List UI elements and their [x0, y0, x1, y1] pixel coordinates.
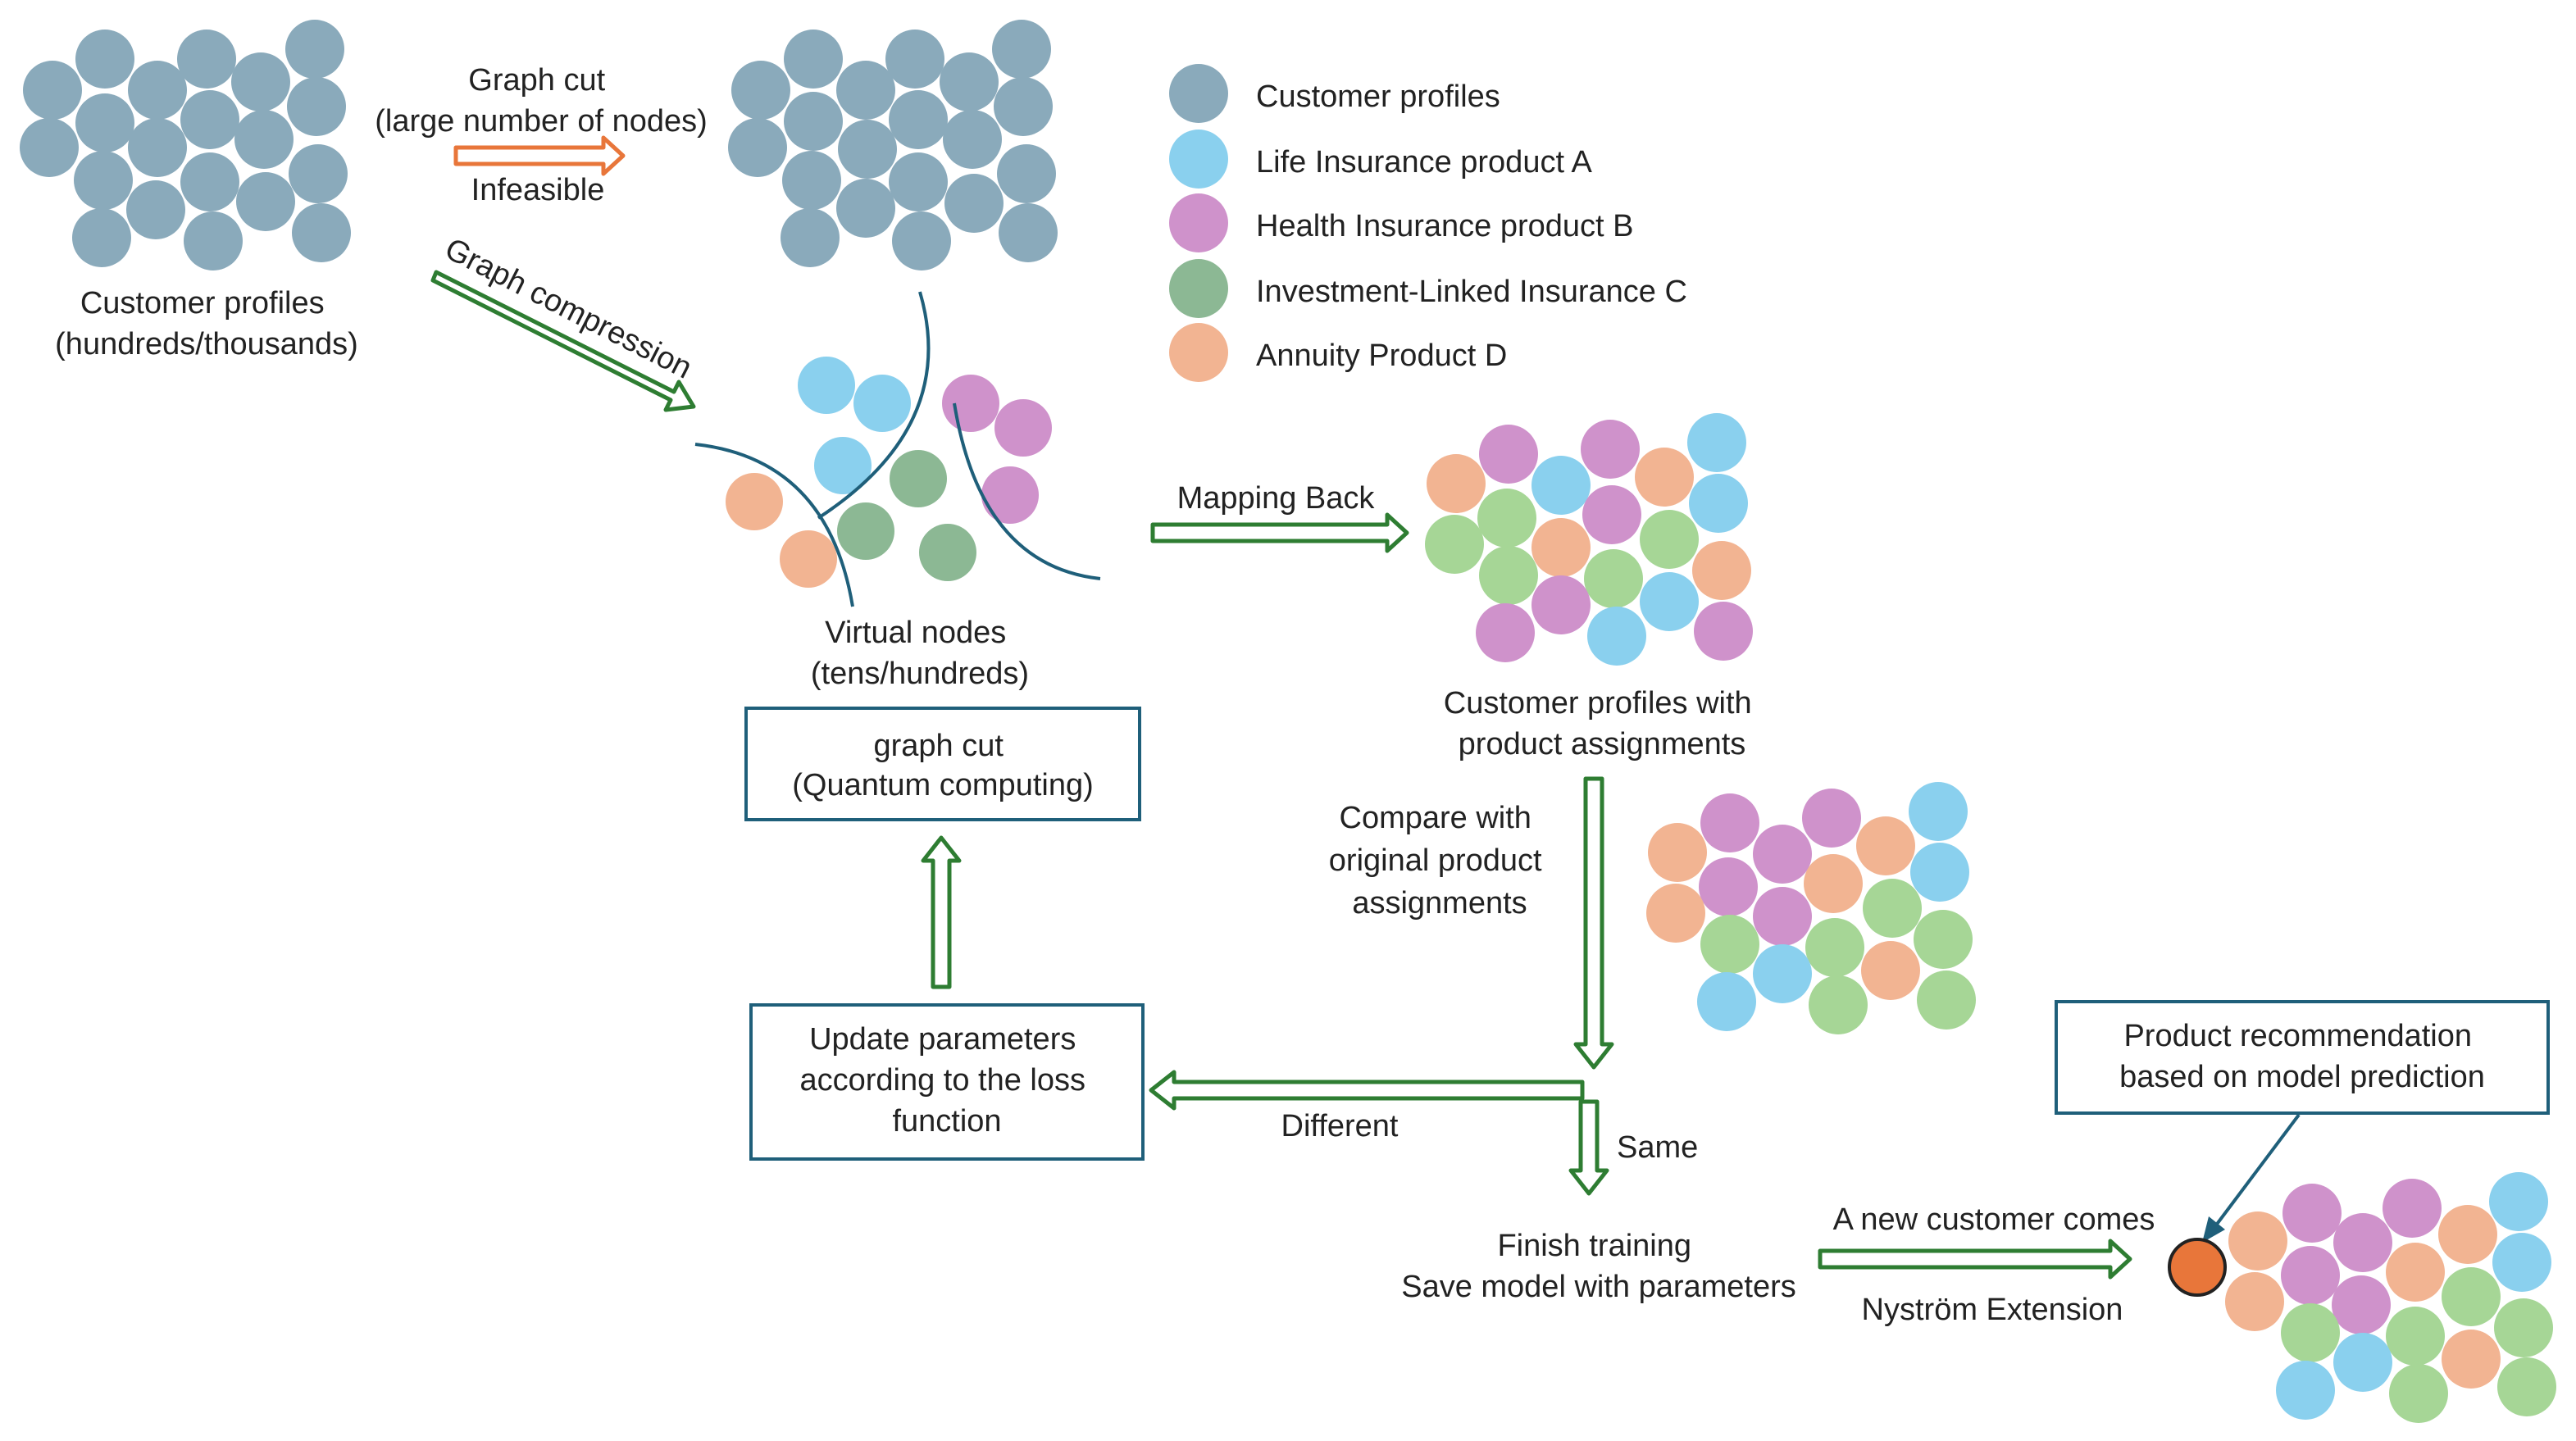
legend: Customer profiles Life Insurance product…: [1169, 64, 1687, 382]
virtual-nodes-label: Virtual nodes (tens/hundreds): [811, 616, 1029, 691]
legend-swatch-product-c: [1169, 259, 1228, 318]
legend-label-product-a: Life Insurance product A: [1256, 145, 1592, 180]
assigned-profiles-label: Customer profiles with product assignmen…: [1444, 686, 1760, 761]
partition-curve-middle: [817, 291, 931, 520]
update-to-graph-cut-arrow: [921, 835, 962, 989]
new-customer-node: [2168, 1238, 2227, 1297]
graph-cut-arrow: [453, 135, 626, 176]
mapping-back-label: Mapping Back: [1177, 481, 1376, 516]
recommendation-pointer-line: [2214, 1113, 2301, 1228]
customer-profiles-cluster: [20, 20, 351, 270]
customer-profiles-label: Customer profiles (hundreds/thousands): [55, 286, 358, 361]
partition-curve-left: [694, 443, 854, 607]
legend-label-product-d: Annuity Product D: [1256, 339, 1507, 373]
update-parameters-box: [749, 1003, 1145, 1161]
graph-cut-label: Graph cut (large number of nodes): [375, 63, 708, 139]
partition-curve-right: [953, 402, 1101, 580]
new-customer-cluster: [2225, 1172, 2556, 1423]
legend-swatch-product-b: [1169, 193, 1228, 252]
compare-down-arrow: [1573, 776, 1614, 1070]
finish-training-label: Finish training Save model with paramete…: [1401, 1229, 1796, 1304]
legend-label-product-b: Health Insurance product B: [1256, 209, 1634, 243]
legend-swatch-product-a: [1169, 130, 1228, 189]
graph-cut-result-cluster: [728, 20, 1058, 270]
product-recommendation-box: [2055, 1000, 2550, 1115]
legend-label-customer: Customer profiles: [1256, 80, 1500, 114]
nystrom-label: Nyström Extension: [1862, 1293, 2123, 1327]
virtual-nodes-cluster: [726, 357, 1052, 588]
original-assignments-cluster: [1646, 782, 1976, 1034]
product-recommendation-text: Product recommendation based on model pr…: [2119, 1019, 2485, 1094]
new-customer-arrow: [1818, 1239, 2132, 1280]
graph-cut-qc-box: [744, 707, 1141, 821]
assigned-profiles-cluster: [1425, 413, 1753, 666]
partition-curves: [694, 291, 1101, 607]
new-customer-label: A new customer comes: [1833, 1202, 2155, 1237]
legend-label-product-c: Investment-Linked Insurance C: [1256, 275, 1687, 309]
different-arrow: [1149, 1070, 1585, 1111]
graph-cut-qc-text: graph cut (Quantum computing): [792, 729, 1094, 802]
compare-label: Compare with original product assignment…: [1329, 801, 1550, 921]
legend-swatch-customer: [1169, 64, 1228, 123]
infeasible-label: Infeasible: [471, 173, 605, 207]
graph-compression-arrow: [430, 270, 696, 412]
graph-compression-label: Graph compression: [439, 232, 698, 386]
different-label: Different: [1281, 1109, 1399, 1143]
legend-swatch-product-d: [1169, 323, 1228, 382]
mapping-back-arrow: [1150, 512, 1409, 553]
update-parameters-text: Update parameters according to the loss …: [799, 1022, 1094, 1139]
same-arrow: [1568, 1099, 1609, 1196]
recommendation-pointer-head: [2202, 1216, 2225, 1243]
same-label: Same: [1617, 1130, 1698, 1165]
